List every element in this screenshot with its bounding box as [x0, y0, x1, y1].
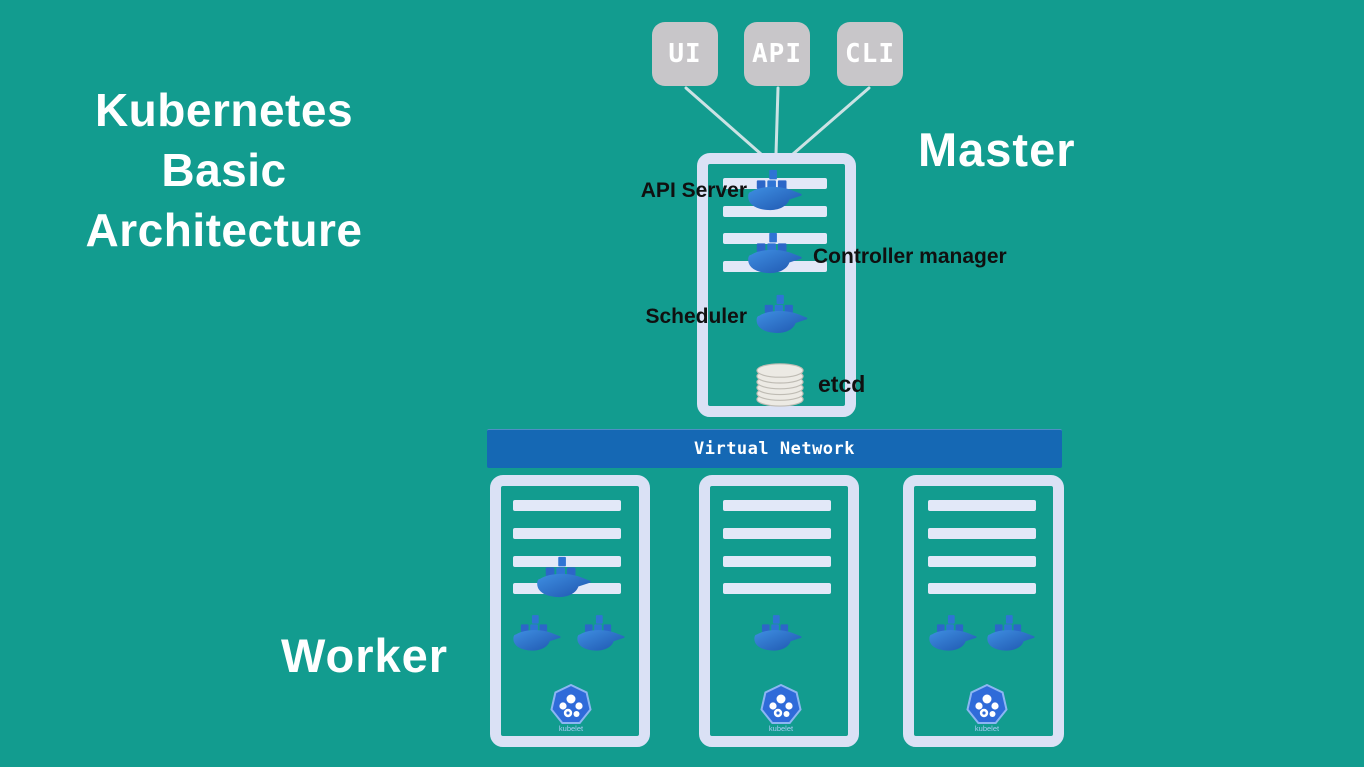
server-bar	[928, 500, 1036, 511]
virtual-network-label: Virtual Network	[693, 439, 856, 459]
client-ui-label: UI	[668, 39, 702, 69]
client-box-api: API	[744, 22, 810, 86]
etcd-label: etcd	[818, 371, 866, 397]
server-bar	[723, 500, 831, 511]
server-bar	[928, 528, 1036, 539]
kubelet-badge-icon: kubelet	[760, 684, 802, 733]
server-bar	[928, 583, 1036, 594]
server-bar	[513, 556, 621, 567]
worker-node-2	[699, 475, 859, 747]
api-server-label: API Server	[640, 179, 747, 202]
docker-whale-icon	[984, 611, 1038, 653]
scheduler-label: Scheduler	[645, 305, 747, 328]
diagram-title-line: Basic	[161, 144, 287, 196]
kubelet-badge-icon: kubelet	[966, 684, 1008, 733]
docker-whale-icon	[926, 611, 980, 653]
client-box-ui: UI	[652, 22, 718, 86]
docker-whale-icon	[533, 553, 595, 599]
kubelet-label: kubelet	[975, 724, 1000, 733]
client-cli-label: CLI	[845, 39, 895, 69]
worker-node-3	[903, 475, 1064, 747]
controller-manager-label: Controller manager	[813, 245, 1007, 268]
kubelet-label: kubelet	[559, 724, 584, 733]
kubelet-badge-icon: kubelet	[550, 684, 592, 733]
etcd-database-icon	[753, 358, 807, 408]
server-bar	[723, 528, 831, 539]
docker-whale-icon	[744, 229, 806, 275]
docker-whale-icon	[753, 291, 811, 335]
server-bar	[513, 500, 621, 511]
client-api-label: API	[752, 39, 802, 69]
server-bar	[723, 583, 831, 594]
diagram-title: Kubernetes Basic Architecture	[28, 80, 420, 260]
docker-whale-icon	[751, 611, 805, 653]
server-bar	[723, 556, 831, 567]
master-node	[697, 153, 856, 417]
server-bar	[723, 206, 827, 217]
worker-section-label: Worker	[281, 629, 449, 682]
docker-whale-icon	[510, 611, 564, 653]
master-section-label: Master	[918, 123, 1076, 176]
server-bar	[513, 528, 621, 539]
kubelet-label: kubelet	[769, 724, 794, 733]
virtual-network-bar: Virtual Network	[487, 429, 1062, 468]
docker-whale-icon	[574, 611, 628, 653]
docker-whale-icon	[744, 166, 806, 212]
diagram-title-line: Kubernetes	[94, 84, 354, 136]
diagram-title-line: Architecture	[85, 204, 363, 256]
worker-node-1	[490, 475, 650, 747]
client-box-cli: CLI	[837, 22, 903, 86]
server-bar	[928, 556, 1036, 567]
